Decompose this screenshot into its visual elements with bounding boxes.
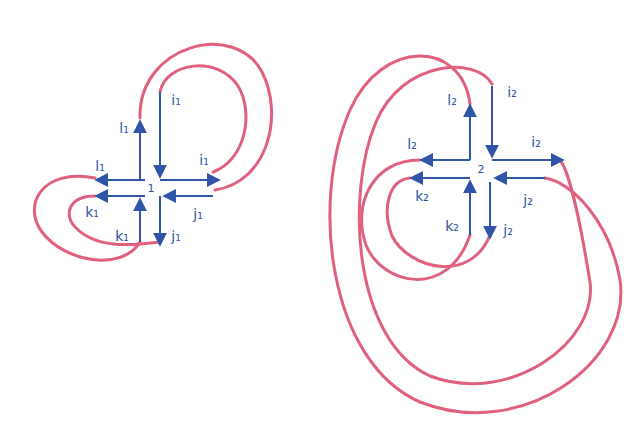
vertex-number: 2	[478, 164, 485, 175]
half-edge-label: i₁	[171, 93, 181, 107]
half-edge-label: k₂	[445, 219, 459, 233]
half-edge-label: l₂	[447, 93, 457, 107]
half-edge-label: j₁	[171, 229, 181, 243]
half-edge-label: i₂	[531, 135, 541, 149]
half-edge-label: k₁	[115, 229, 129, 243]
half-edge-label: k₁	[85, 205, 99, 219]
vertex-number: 1	[148, 183, 155, 194]
half-edge-label: l₂	[407, 137, 417, 151]
half-edge-label: j₁	[193, 207, 203, 221]
half-edge-label: i₂	[507, 85, 517, 99]
half-edge-arrows	[97, 86, 562, 244]
ribbon-bands	[34, 44, 621, 412]
half-edge-label: l₁	[95, 159, 105, 173]
half-edge-label: j₂	[503, 223, 513, 237]
half-edge-label: l₁	[119, 121, 129, 135]
half-edge-label: i₁	[199, 153, 209, 167]
half-edge-label: j₂	[523, 193, 533, 207]
half-edge-label: k₂	[415, 189, 429, 203]
